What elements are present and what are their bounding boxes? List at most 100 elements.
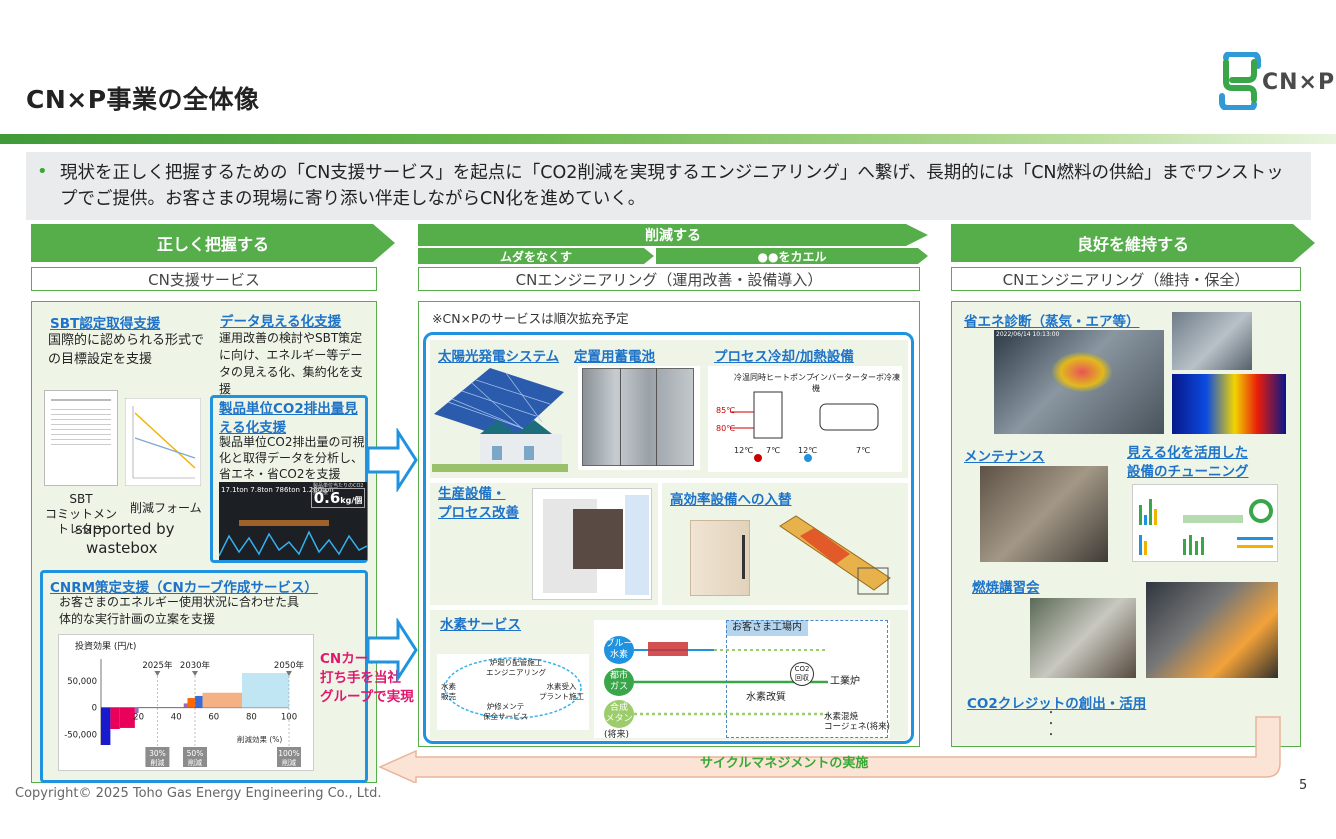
product-co2-text: 製品単位CO2排出量の可視化と取得データを分析し、省エネ・省CO2を支援 bbox=[219, 435, 365, 481]
left-arrow-header: 正しく把握する bbox=[31, 224, 395, 262]
credit-cell bbox=[958, 689, 1294, 741]
production-title: 生産設備・ プロセス改善 bbox=[438, 486, 519, 521]
more-dots: ・ ・ ・ bbox=[1046, 708, 1056, 741]
chart-reduction-label: 削減 bbox=[282, 758, 296, 767]
dashboard-stats: 17.1ton 7.8ton 786ton 1.260ton bbox=[221, 486, 334, 494]
chart-reduction-pct: 50% bbox=[187, 749, 204, 758]
burner-title: 燃焼講習会 bbox=[972, 580, 1040, 596]
temp-12b: 12℃ bbox=[798, 446, 818, 455]
temp-85: 85℃ bbox=[716, 406, 736, 415]
process-diagram: 冷温同時ヒートポンプ インバーターターボ冷凍機 85℃ 80℃ 12℃ 7℃ 1… bbox=[708, 366, 902, 472]
cycle-right: 水素受入 プラント施工 bbox=[539, 682, 584, 701]
solar-panel-image bbox=[432, 368, 568, 472]
product-co2-title: 製品単位CO2排出量見える化支援 bbox=[219, 401, 358, 436]
temp-80: 80℃ bbox=[716, 424, 736, 433]
cycle-left: 水素 販売 bbox=[441, 682, 456, 701]
chart-ytick: 0 bbox=[92, 704, 97, 714]
supported-by-text: supported by bbox=[75, 520, 175, 538]
chart-milestone-marker bbox=[192, 671, 198, 676]
burner-class-photo-1 bbox=[1030, 598, 1136, 678]
chart-milestone: 2025年 bbox=[142, 660, 173, 671]
mixed-combustion-label: 水素混焼 コージェネ(将来) bbox=[824, 712, 890, 732]
data-viz-text: 運用改善の検討やSBT策定に向け、エネルギー等データの見える化、集約化を支援 bbox=[219, 331, 363, 396]
left-service-label: CN支援サービス bbox=[31, 267, 377, 291]
arrow-right-icon bbox=[368, 428, 418, 492]
bullet-icon: • bbox=[37, 161, 48, 182]
copyright: Copyright© 2025 Toho Gas Energy Engineer… bbox=[15, 786, 382, 801]
chart-xtick: 80 bbox=[246, 713, 257, 723]
title-underline bbox=[0, 134, 1336, 144]
sbt-letter-caption: SBT コミットメントレター bbox=[44, 492, 117, 536]
middle-sub-arrow-1: ムダをなくす bbox=[418, 248, 654, 264]
co2-dashboard-screenshot: 17.1ton 7.8ton 786ton 1.260ton 製品単位当たりのC… bbox=[219, 482, 367, 560]
chart-xlabel: 削減効果 (%) bbox=[237, 734, 282, 744]
chart-reduction-box bbox=[145, 747, 170, 767]
chart-reduction-pct: 100% bbox=[278, 749, 299, 758]
solar-title: 太陽光発電システム bbox=[438, 349, 560, 365]
cnrm-box bbox=[40, 570, 368, 783]
chart-bar bbox=[101, 707, 111, 745]
tuning-title: 見える化を活用した 設備のチューニング bbox=[1127, 445, 1249, 480]
furnace-label: 工業炉 bbox=[830, 676, 860, 687]
sbt-letter-thumbnail bbox=[44, 390, 118, 486]
chart-reduction-label: 削減 bbox=[150, 758, 164, 767]
steam-audit-photo: 2022/06/14 10:13:00 bbox=[994, 330, 1164, 434]
temp-7a: 7℃ bbox=[766, 446, 781, 455]
maintenance-photo bbox=[980, 466, 1108, 562]
inverter-label: インバーターターボ冷凍機 bbox=[812, 373, 900, 393]
temp-7b: 7℃ bbox=[856, 446, 871, 455]
reduction-form-caption: 削減フォーム bbox=[130, 501, 202, 515]
thermal-image bbox=[1172, 374, 1286, 434]
future-label: (将来) bbox=[604, 730, 630, 740]
chart-reduction-label: 削減 bbox=[188, 758, 202, 767]
burner-class-photo-2 bbox=[1146, 582, 1278, 678]
cycle-return-arrow bbox=[378, 716, 1281, 783]
product-co2-box bbox=[210, 395, 368, 563]
audit-title: 省エネ診断（蒸気・エア等） bbox=[964, 314, 1140, 330]
middle-service-label: CNエンジニアリング（運用改善・設備導入） bbox=[418, 267, 920, 291]
efficient-title: 高効率設備への入替 bbox=[670, 492, 792, 508]
chart-milestone: 2050年 bbox=[274, 660, 305, 671]
right-service-label: CNエンジニアリング（維持・保全） bbox=[951, 267, 1301, 291]
maintenance-title: メンテナンス bbox=[964, 449, 1045, 465]
sbt-title: SBT認定取得支援 bbox=[50, 316, 161, 332]
chart-bar bbox=[242, 673, 289, 708]
blue-hydrogen-node: ブルー 水素 bbox=[604, 636, 634, 664]
battery-image bbox=[578, 366, 700, 470]
middle-arrow-header: 削減する bbox=[418, 224, 928, 246]
chart-reduction-pct: 30% bbox=[149, 749, 166, 758]
cycle-bottom: 炉修メンテ 保全サービス bbox=[483, 702, 528, 721]
process-title: プロセス冷却/加熱設備 bbox=[714, 349, 854, 365]
pipe-photo bbox=[1172, 312, 1252, 370]
cnrm-text: お客さまのエネルギー使用状況に合わせた具体的な実行計画の立案を支援 bbox=[59, 595, 300, 626]
page-title: CN×P事業の全体像 bbox=[26, 85, 260, 114]
synthetic-methane-node: 合成 メタン bbox=[604, 700, 634, 728]
battery-title: 定置用蓄電池 bbox=[574, 349, 655, 365]
chart-xtick: 40 bbox=[171, 713, 182, 723]
tuning-dashboard bbox=[1132, 484, 1278, 562]
chart-milestone: 2030年 bbox=[180, 660, 211, 671]
reduction-form-thumbnail bbox=[125, 398, 201, 486]
right-arrow-header: 良好を維持する bbox=[951, 224, 1315, 262]
summary-box: • 現状を正しく把握するための「CN支援サービス」を起点に「CO2削減を実現する… bbox=[26, 152, 1311, 220]
burner-diagram bbox=[779, 515, 891, 595]
boiler-image bbox=[690, 520, 750, 596]
heat-pump-label: 冷温同時ヒートポンプ bbox=[734, 373, 814, 382]
chart-bar bbox=[119, 707, 135, 728]
cnrm-title: CNRM策定支援（CNカーブ作成サービス） bbox=[50, 580, 318, 596]
arrow-right-icon bbox=[368, 618, 418, 682]
chart-bar bbox=[134, 707, 139, 713]
production-screenshots bbox=[532, 488, 652, 600]
chart-ytick: 50,000 bbox=[67, 677, 97, 687]
cycle-management-text: サイクルマネジメントの実施 bbox=[700, 756, 869, 771]
dashboard-panel-label: 製品単位当たりのCO2排出量 bbox=[313, 483, 364, 496]
chart-ylabel: 投資効果 (円/t) bbox=[75, 640, 136, 652]
co2-per-unit-value: 0.6kg/個 bbox=[311, 488, 365, 508]
chart-xtick: 60 bbox=[208, 713, 219, 723]
audit-timestamp: 2022/06/14 10:13:00 bbox=[996, 331, 1060, 338]
chart-bar bbox=[202, 692, 242, 708]
summary-text: 現状を正しく把握するための「CN支援サービス」を起点に「CO2削減を実現するエン… bbox=[60, 163, 1284, 209]
chart-bar bbox=[183, 703, 188, 708]
